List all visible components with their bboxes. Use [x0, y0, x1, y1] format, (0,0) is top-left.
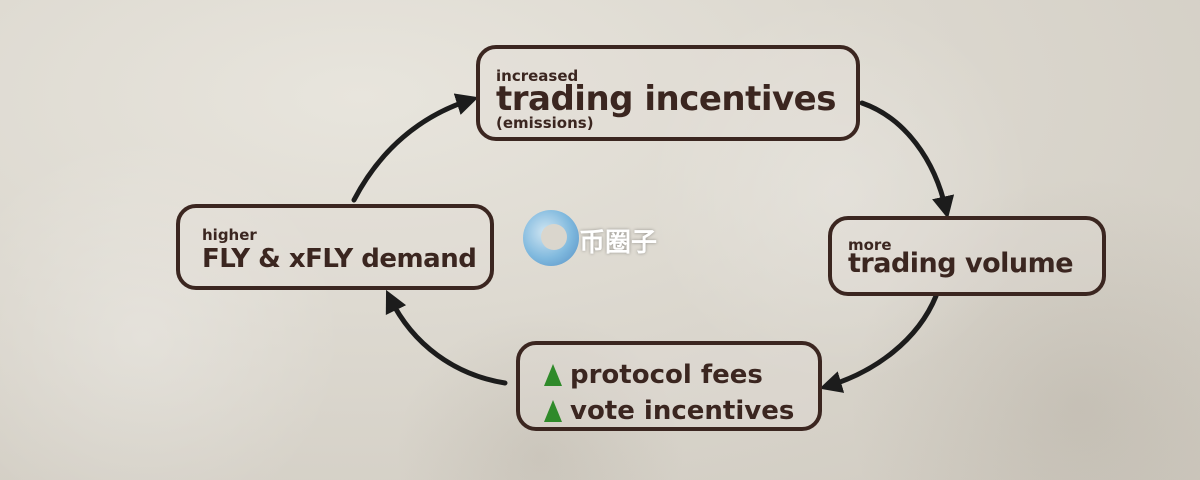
- node-incentives-title: trading incentives: [496, 79, 836, 119]
- fee-line-vote: vote incentives: [544, 393, 818, 429]
- node-volume-qualifier: more: [848, 236, 892, 254]
- node-trading-incentives: increased trading incentives (emissions): [476, 45, 860, 141]
- fee-line-protocol: protocol fees: [544, 357, 818, 393]
- node-incentives-qualifier: increased: [496, 67, 579, 85]
- node-demand-qualifier: higher: [202, 226, 257, 244]
- node-incentives-subtitle: (emissions): [496, 114, 594, 132]
- fee-protocol-label: protocol fees: [570, 360, 763, 390]
- arrow-incentives-to-volume-icon: [859, 100, 955, 219]
- node-demand-title: FLY & xFLY demand: [202, 244, 477, 274]
- node-volume-title: trading volume: [848, 248, 1074, 279]
- watermark-logo-icon: [523, 210, 579, 266]
- green-up-triangle-icon: [544, 364, 562, 386]
- node-fly-demand: higher FLY & xFLY demand: [176, 204, 494, 290]
- arrow-volume-to-fees-icon: [819, 293, 939, 393]
- watermark-text: 币圈子: [579, 228, 658, 258]
- node-trading-volume: more trading volume: [828, 216, 1106, 296]
- fee-vote-label: vote incentives: [570, 396, 795, 426]
- node-fees: protocol fees vote incentives: [516, 341, 822, 431]
- green-up-triangle-icon: [544, 400, 562, 422]
- watermark-logo: 币圈子: [523, 210, 683, 270]
- arrow-demand-to-incentives-icon: [351, 93, 479, 203]
- arrow-fees-to-demand-icon: [385, 289, 508, 386]
